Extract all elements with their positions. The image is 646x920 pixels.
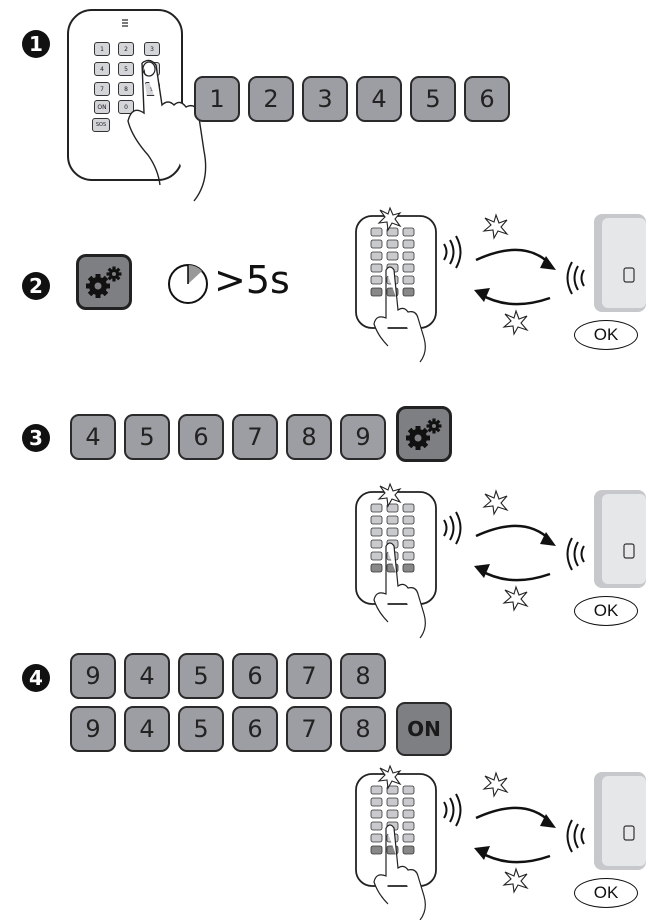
code-key-5: 5 (178, 706, 224, 752)
gear-key (76, 254, 132, 310)
signal-waves-icon (443, 511, 462, 545)
step-number-2: 2 (22, 272, 50, 300)
step-number-3: 3 (22, 424, 50, 452)
code-key-2: 2 (248, 76, 294, 122)
code-key-4: 4 (124, 706, 170, 752)
code-key-7: 7 (286, 706, 332, 752)
signal-waves-icon (566, 537, 585, 571)
flash-icon (377, 482, 402, 508)
code-key-3: 3 (302, 76, 348, 122)
hand-pointer-icon (127, 59, 207, 202)
arrow-icon (475, 806, 556, 828)
remote-key: ON (94, 100, 110, 114)
siren-device-icon (594, 490, 646, 588)
code-key-8: 8 (340, 706, 386, 752)
remote-key: 0 (118, 100, 134, 114)
code-key-4: 4 (356, 76, 402, 122)
code-key-6: 6 (464, 76, 510, 122)
code-key-5: 5 (178, 653, 224, 699)
siren-device-icon (594, 214, 646, 312)
remote-key: 5 (118, 62, 134, 76)
remote-key: 1 (94, 42, 110, 56)
remote-key: 2 (118, 42, 134, 56)
remote-keypad-small (355, 773, 437, 887)
arrow-icon (475, 248, 556, 270)
code-key-1: 1 (194, 76, 240, 122)
code-key-5: 5 (124, 414, 170, 460)
code-key-6: 6 (178, 414, 224, 460)
code-key-5: 5 (410, 76, 456, 122)
step-number-1: 1 (22, 30, 50, 58)
ok-confirmation: OK (574, 320, 638, 350)
code-key-6: 6 (232, 706, 278, 752)
code-key-7: 7 (286, 653, 332, 699)
remote-key: 7 (94, 82, 110, 96)
flash-icon (502, 585, 529, 612)
remote-key-sos: SOS (92, 118, 110, 132)
flash-icon (502, 309, 529, 336)
signal-waves-icon (443, 793, 462, 827)
code-key-4: 4 (124, 653, 170, 699)
flash-icon (502, 867, 529, 894)
code-key-8: 8 (340, 653, 386, 699)
hand-pointer-icon (373, 824, 426, 920)
code-key-6: 6 (232, 653, 278, 699)
code-key-9: 9 (340, 414, 386, 460)
signal-waves-icon (566, 819, 585, 853)
arrow-icon (475, 524, 556, 546)
flash-icon (482, 771, 509, 798)
flash-icon (482, 213, 509, 240)
flash-icon (377, 206, 402, 232)
arrow-icon (474, 564, 551, 582)
flash-icon (377, 764, 402, 790)
code-key-4: 4 (70, 414, 116, 460)
pairing-sequence (355, 764, 646, 920)
pairing-sequence (355, 482, 646, 639)
arrow-icon (474, 288, 551, 306)
remote-key: 8 (118, 82, 134, 96)
pairing-sequence (355, 206, 646, 363)
ok-confirmation: OK (574, 596, 638, 626)
gear-icon (406, 418, 442, 450)
remote-key: 4 (94, 62, 110, 76)
gear-key (396, 406, 452, 462)
code-key-8: 8 (286, 414, 332, 460)
arrow-icon (474, 846, 551, 864)
step-number-4: 4 (22, 664, 50, 692)
gear-icon (86, 266, 122, 298)
hand-pointer-icon (373, 266, 426, 363)
signal-waves-icon (566, 261, 585, 295)
code-key-7: 7 (232, 414, 278, 460)
signal-waves-icon (443, 235, 462, 269)
on-key: ON (396, 702, 452, 756)
ok-confirmation: OK (574, 878, 638, 908)
code-key-9: 9 (70, 706, 116, 752)
hand-pointer-icon (373, 542, 426, 639)
flash-icon (482, 489, 509, 516)
hold-time-label: >5s (214, 258, 290, 302)
remote-key: 3 (144, 42, 160, 56)
remote-keypad-small (355, 491, 437, 605)
timer-icon (168, 264, 208, 304)
siren-device-icon (594, 772, 646, 870)
remote-keypad-small (355, 215, 437, 329)
code-key-9: 9 (70, 653, 116, 699)
